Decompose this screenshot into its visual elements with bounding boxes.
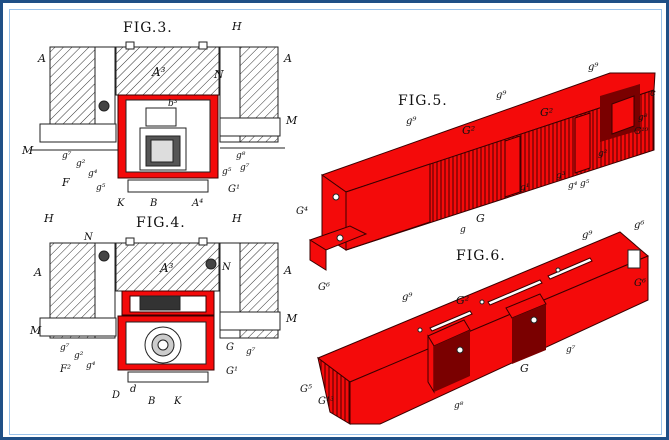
patent-drawing: [9, 9, 662, 435]
fig4-top-block: [115, 242, 220, 292]
part-label: B: [149, 198, 157, 209]
part-label: g⁵: [580, 179, 590, 189]
part-label: g⁹: [402, 292, 412, 303]
part-label: A⁴: [191, 198, 203, 209]
part-label: A³: [159, 261, 174, 275]
part-label: g²: [598, 149, 608, 159]
part-label: M: [21, 144, 34, 157]
part-label: N: [213, 68, 224, 81]
part-label: g⁷: [246, 347, 256, 357]
part-label: D: [111, 390, 120, 401]
part-label: g¹: [520, 183, 529, 193]
part-label: H: [231, 20, 242, 33]
part-label: g²: [76, 159, 86, 169]
part-label: M: [29, 324, 42, 337]
part-label: K: [173, 396, 182, 407]
part-label: A: [37, 52, 46, 65]
part-label: K: [116, 198, 125, 209]
part-label: N: [83, 232, 94, 243]
part-label: G⁵: [300, 384, 312, 395]
fig4-title: FIG.4.: [136, 215, 186, 231]
fig3-drawing: FIG.3. H A A³ N A M M b³ g⁷ g²: [21, 20, 298, 209]
part-label: M: [285, 114, 298, 127]
part-label: g⁷: [566, 345, 576, 355]
part-label: M: [285, 312, 298, 325]
fig6-title: FIG.6.: [456, 248, 506, 264]
part-label: G¹⁰: [634, 127, 649, 137]
part-label: g³: [556, 171, 566, 181]
part-label: G¹³: [318, 396, 334, 407]
fig3-title: FIG.3.: [123, 20, 173, 36]
part-label: g⁷: [60, 343, 70, 353]
part-label: A: [283, 264, 292, 277]
part-label: G⁶: [318, 282, 330, 293]
part-label: G: [226, 342, 234, 353]
part-label: g⁴: [88, 169, 98, 179]
part-label: G: [520, 362, 529, 375]
fig5-drawing: FIG.5. g⁹ g⁹ g⁹ G² G² c g⁸ g² g³ g⁴ g⁵ G…: [296, 62, 656, 293]
part-label: H: [231, 212, 242, 225]
part-label: g⁹: [588, 62, 598, 73]
part-label: g⁷: [240, 163, 250, 173]
part-label: c: [650, 88, 656, 99]
part-label: H: [43, 212, 54, 225]
part-label: A: [33, 266, 42, 279]
part-label: g⁴: [86, 361, 96, 371]
part-label: G²: [462, 124, 475, 137]
part-label: g⁵: [222, 167, 232, 177]
part-label: g⁸: [454, 401, 464, 411]
part-label: g⁸: [236, 151, 246, 161]
part-label: G²: [540, 106, 553, 119]
part-label: G¹: [226, 366, 238, 377]
part-label: g⁴: [568, 181, 578, 191]
part-label: F: [61, 176, 70, 189]
part-label: g⁸: [638, 113, 648, 123]
part-label: G²: [456, 294, 469, 307]
part-label: F²: [59, 364, 71, 375]
part-label: G: [476, 212, 485, 225]
part-label: g⁹: [406, 116, 416, 127]
part-label: g⁶: [634, 220, 644, 231]
part-label: N: [221, 262, 232, 273]
part-label: b³: [168, 99, 178, 109]
part-label: g⁷: [62, 151, 72, 161]
fig5-title: FIG.5.: [398, 93, 448, 109]
part-label: d: [130, 384, 136, 395]
part-label: B: [147, 396, 155, 407]
part-label: G⁶: [634, 278, 646, 289]
part-label: g: [460, 225, 466, 235]
part-label: A³: [151, 65, 166, 79]
part-label: g⁹: [496, 90, 506, 101]
part-label: g⁹: [582, 230, 592, 241]
part-label: G¹: [228, 184, 240, 195]
part-label: G⁴: [296, 206, 308, 217]
fig3-top-block: [115, 46, 220, 96]
part-label: A: [283, 52, 292, 65]
part-label: g⁵: [96, 183, 106, 193]
part-label: g²: [74, 351, 84, 361]
fig4-drawing: FIG.4. H H N A³ N A A M M g⁷ g² F² g⁴ G: [29, 212, 298, 407]
fig6-drawing: FIG.6. g⁹ g⁹ G² g⁶ G⁶ g⁷ G g⁸ G⁵ G¹³: [300, 220, 649, 425]
